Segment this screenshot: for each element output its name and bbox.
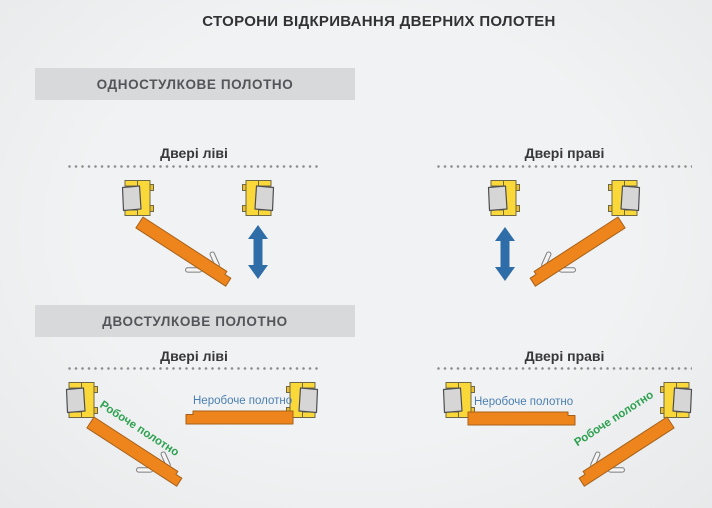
door-frame <box>65 381 99 419</box>
door-leaf-open <box>523 209 631 295</box>
active-door-leaf <box>572 409 680 495</box>
diagram-title-right-door: Двері праві <box>524 145 605 161</box>
dotted-separator <box>68 367 320 370</box>
door-frame <box>607 179 641 217</box>
door-frame <box>659 381 693 419</box>
inactive-leaf-label: Неробоче полотно <box>474 396 574 408</box>
diagram-title-left-door: Двері ліві <box>160 145 228 161</box>
dotted-separator <box>437 165 692 168</box>
section-band-double-leaf: ДВОСТУЛКОВЕ ПОЛОТНО <box>35 305 355 337</box>
section-band-label: ОДНОСТУЛКОВЕ ПОЛОТНО <box>96 76 294 92</box>
dotted-separator <box>68 165 320 168</box>
diagram-title-left-door: Двері ліві <box>160 348 228 364</box>
section-band-label: ДВОСТУЛКОВЕ ПОЛОТНО <box>102 313 288 329</box>
door-frame <box>241 179 275 217</box>
door-leaf-open <box>130 209 238 295</box>
swing-direction-arrow-icon <box>495 227 515 281</box>
dotted-separator <box>437 367 692 370</box>
inactive-door-leaf <box>185 410 294 425</box>
swing-direction-arrow-icon <box>248 225 268 279</box>
door-frame <box>121 179 155 217</box>
inactive-door-leaf <box>467 411 576 426</box>
page-title: СТОРОНИ ВІДКРИВАННЯ ДВЕРНИХ ПОЛОТЕН <box>202 13 556 30</box>
diagram-title-right-door: Двері праві <box>524 348 605 364</box>
inactive-leaf-label: Неробоче полотно <box>193 395 293 407</box>
section-band-single-leaf: ОДНОСТУЛКОВЕ ПОЛОТНО <box>35 68 355 100</box>
door-frame <box>487 179 521 217</box>
